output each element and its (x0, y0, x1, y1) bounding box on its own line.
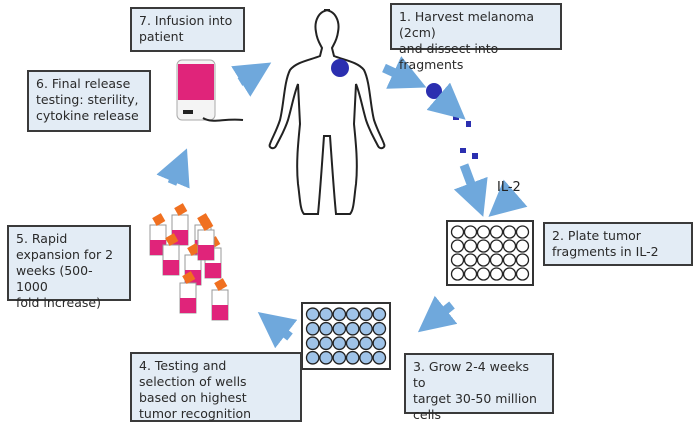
step-6-box: 6. Final release testing: sterility, cyt… (27, 70, 151, 132)
plate-well (450, 267, 465, 281)
culture-plate-grown (301, 302, 391, 370)
plate-well (319, 307, 333, 322)
plate-well (476, 239, 491, 253)
flask (211, 278, 229, 321)
plate-well (372, 336, 387, 351)
plate-well (345, 321, 360, 336)
step-7-box: 7. Infusion into patient (130, 7, 245, 52)
plate-well (515, 239, 530, 253)
plate-well (476, 225, 491, 239)
plate-well (345, 336, 360, 351)
arrow-6-to-7 (231, 62, 272, 97)
plate-well (450, 253, 465, 267)
il2-label: IL-2 (497, 180, 521, 195)
plate-well (489, 267, 504, 281)
tumor-fragment (453, 115, 459, 120)
tumor-fragment (460, 148, 466, 153)
step-5-box: 5. Rapid expansion for 2 weeks (500-1000… (7, 225, 131, 310)
plate-well (372, 321, 387, 336)
plate-well (450, 239, 465, 253)
plate-well (476, 253, 491, 267)
plate-well (332, 350, 347, 365)
flask (197, 218, 215, 261)
plate-well (345, 307, 360, 322)
plate-well (359, 336, 373, 351)
plate-well (515, 225, 530, 239)
plate-well (489, 239, 504, 253)
plate-well (319, 336, 333, 351)
tumor-fragment (466, 121, 471, 127)
human-figure (268, 9, 386, 215)
plate-well (463, 225, 478, 239)
plate-well (463, 239, 478, 253)
arrow-fragments (426, 82, 466, 120)
plate-well (319, 321, 333, 336)
plate-well (359, 321, 373, 336)
plate-well (502, 253, 517, 267)
plate-well (305, 350, 320, 365)
flask (162, 233, 180, 276)
plate-well (372, 350, 387, 365)
step-2-box: 2. Plate tumor fragments in IL-2 (543, 222, 693, 266)
expansion-flasks (149, 203, 229, 321)
step-3-box: 3. Grow 2-4 weeks to target 30-50 millio… (404, 353, 554, 422)
arrow-to-plate (453, 163, 488, 217)
plate-well (502, 239, 517, 253)
culture-plate-fragments (446, 220, 534, 286)
plate-well (515, 267, 530, 281)
plate-well (489, 225, 504, 239)
plate-well (305, 321, 320, 336)
plate-well (345, 350, 360, 365)
infusion-bag (176, 59, 244, 122)
plate-well (476, 267, 491, 281)
tumor-fragment (472, 153, 478, 159)
flask (149, 213, 167, 256)
plate-well (332, 307, 347, 322)
step-4-box: 4. Testing and selection of wells based … (130, 352, 302, 422)
plate-well (319, 350, 333, 365)
plate-well (489, 253, 504, 267)
plate-well (502, 225, 517, 239)
plate-well (450, 225, 465, 239)
plate-well (463, 253, 478, 267)
plate-well (463, 267, 478, 281)
plate-well (359, 350, 373, 365)
plate-well (332, 336, 347, 351)
arrow-2-to-3 (417, 295, 458, 333)
arrow-il2 (488, 179, 528, 217)
arrow-3-to-4 (257, 311, 298, 349)
plate-well (502, 267, 517, 281)
plate-well (305, 307, 320, 322)
tumor-excised (426, 83, 442, 99)
step-1-box: 1. Harvest melanoma (2cm) and dissect in… (390, 3, 562, 72)
arrow-5-to-6 (156, 148, 190, 189)
flask (179, 271, 197, 314)
plate-well (305, 336, 320, 351)
arrow-1-to-fragments (382, 56, 427, 89)
process-arrows (156, 56, 528, 349)
plate-well (515, 253, 530, 267)
plate-well (332, 321, 347, 336)
plate-well (372, 307, 387, 322)
tumor-in-body (331, 59, 349, 77)
plate-well (359, 307, 373, 322)
